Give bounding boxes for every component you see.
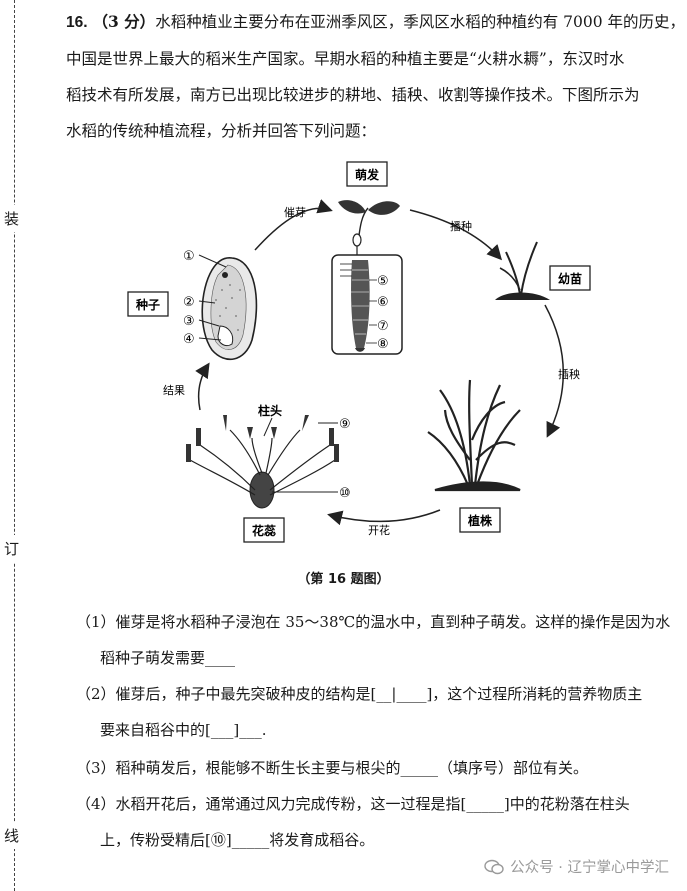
label-fruit: 结果 xyxy=(163,384,185,397)
question-number: 16. xyxy=(66,14,88,31)
rice-cycle-diagram: 催芽 播种 插秧 开花 结果 萌发 幼苗 植株 花蕊 种子 xyxy=(127,161,591,543)
question-score: （3 分） xyxy=(92,12,156,31)
sub-question-3: （3）稻种萌发后，根能够不断生长主要与根尖的_____（填序号）部位有关。 xyxy=(76,750,676,786)
binding-dashed-line xyxy=(14,0,15,891)
marker-7: ⑦ xyxy=(377,319,389,334)
stem-line-1: 水稻种植业主要分布在亚洲季风区，季风区水稻的种植约有 7000 年的历史， xyxy=(155,13,685,31)
watermark: 公众号 · 辽宁掌心中学汇 xyxy=(484,856,669,877)
binding-char-middle: 订 xyxy=(4,535,20,562)
stage-box-sprout: 萌发 xyxy=(346,161,388,187)
sub-question-2-line-1: （2）催芽后，种子中最先突破种皮的结构是[__|____]，这个过程所消耗的营养… xyxy=(76,685,643,703)
label-bloom: 开花 xyxy=(368,524,390,537)
stage-box-seed: 种子 xyxy=(127,291,169,317)
sub-question-1: （1）催芽是将水稻种子浸泡在 35～38℃的温水中，直到种子萌发。这样的操作是因… xyxy=(76,604,676,676)
sub-question-4: （4）水稻开花后，通常通过风力完成传粉，这一过程是指[_____]中的花粉落在柱… xyxy=(76,786,676,858)
binding-char-top: 装 xyxy=(4,205,20,232)
label-stigma: 柱头 xyxy=(258,403,282,418)
sub-question-4-line-2: 上，传粉受精后[⑩]_____将发育成稻谷。 xyxy=(100,831,375,849)
label-germinate: 催芽 xyxy=(284,205,306,219)
stage-box-seedling: 幼苗 xyxy=(549,265,591,291)
stem-line-2: 中国是世界上最大的稻米生产国家。早期水稻的种植主要是“火耕水耨”，东汉时水 xyxy=(66,50,625,68)
watermark-text: 公众号 · 辽宁掌心中学汇 xyxy=(510,860,669,876)
rice-plant-illustration xyxy=(427,379,521,492)
seed-pointer-lines xyxy=(198,254,227,341)
marker-6: ⑥ xyxy=(377,295,389,310)
marker-3: ③ xyxy=(183,314,195,329)
stem-line-4: 水稻的传统种植流程，分析并回答下列问题： xyxy=(66,122,377,140)
sub-question-1-line-2: 稻种子萌发需要____ xyxy=(100,649,236,667)
arrow-transplant xyxy=(544,304,564,438)
sub-question-2: （2）催芽后，种子中最先突破种皮的结构是[__|____]，这个过程所消耗的营养… xyxy=(76,676,676,748)
sub-question-3-line-1: （3）稻种萌发后，根能够不断生长主要与根尖的_____（填序号）部位有关。 xyxy=(76,759,589,777)
marker-5: ⑤ xyxy=(377,274,389,289)
marker-1: ① xyxy=(183,249,195,264)
arrow-sow xyxy=(409,209,503,261)
sub-question-2-line-2: 要来自稻谷中的[___]___. xyxy=(100,721,267,739)
sub-question-4-line-1: （4）水稻开花后，通常通过风力完成传粉，这一过程是指[_____]中的花粉落在柱… xyxy=(76,795,630,813)
svg-text:植株: 植株 xyxy=(467,513,493,528)
stem-line-3: 稻技术有所发展，南方已出现比较进步的耕地、插秧、收割等操作技术。下图所示为 xyxy=(66,86,640,104)
marker-10: ⑩ xyxy=(339,486,351,501)
seed-illustration xyxy=(201,257,258,361)
binding-char-bottom: 线 xyxy=(4,822,20,849)
svg-text:幼苗: 幼苗 xyxy=(558,271,582,286)
marker-2: ② xyxy=(183,295,195,310)
arrow-fruit xyxy=(195,362,210,411)
seedling-illustration xyxy=(495,241,550,300)
marker-8: ⑧ xyxy=(377,337,389,352)
marker-9: ⑨ xyxy=(339,417,351,432)
marker-4: ④ xyxy=(183,332,195,347)
svg-text:花蕊: 花蕊 xyxy=(252,523,276,538)
sub-question-1-line-1: （1）催芽是将水稻种子浸泡在 35～38℃的温水中，直到种子萌发。这样的操作是因… xyxy=(76,613,671,631)
question-stem: 16. （3 分）水稻种植业主要分布在亚洲季风区，季风区水稻的种植约有 7000… xyxy=(66,4,685,149)
sprout-illustration xyxy=(331,200,403,355)
wechat-icon xyxy=(484,859,504,874)
stage-box-flower: 花蕊 xyxy=(243,517,285,543)
label-sow: 播种 xyxy=(450,219,472,233)
figure-caption: （第 16 题图） xyxy=(297,572,390,587)
label-transplant: 插秧 xyxy=(558,367,580,381)
svg-text:萌发: 萌发 xyxy=(355,167,380,182)
stage-box-plant: 植株 xyxy=(459,507,501,533)
arrow-bloom xyxy=(327,509,441,526)
flower-illustration xyxy=(186,415,339,509)
arrow-germinate xyxy=(254,199,333,251)
svg-text:种子: 种子 xyxy=(135,297,160,312)
